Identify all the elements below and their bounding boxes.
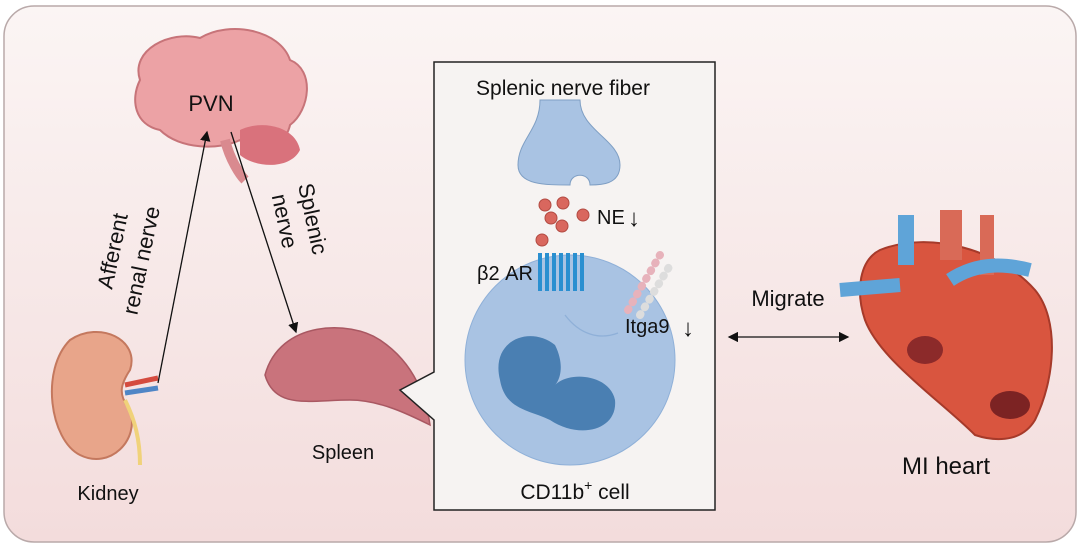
ne-molecules [535, 196, 590, 247]
signal-arrow [564, 314, 619, 337]
kidney-label: Kidney [77, 483, 138, 505]
heart-icon [839, 210, 1053, 441]
brain-icon [134, 28, 308, 184]
pvn-label: PVN [188, 91, 233, 116]
spleen-label: Spleen [312, 442, 374, 464]
b2ar-receptor-icon [538, 253, 584, 291]
kidney-icon [50, 330, 159, 466]
afferent-nerve-arrow [157, 130, 211, 384]
migrate-label: Migrate [751, 286, 824, 311]
itga9-down-arrow: ↓ [682, 315, 694, 342]
b2ar-label: β2 AR [477, 263, 533, 285]
nerve-terminal-icon [517, 99, 621, 186]
itga9-integrin-icon [624, 251, 676, 319]
ne-down-arrow: ↓ [628, 205, 640, 232]
ne-label: NE [597, 207, 625, 229]
splenic-nerve-arrow [230, 131, 299, 334]
fiber-label: Splenic nerve fiber [476, 77, 650, 100]
spleen-icon [264, 327, 431, 427]
cell-label: CD11b+ cell [520, 477, 629, 504]
nucleus-icon [498, 336, 616, 431]
itga9-label: Itga9 [625, 316, 669, 338]
heart-label: MI heart [902, 453, 990, 480]
